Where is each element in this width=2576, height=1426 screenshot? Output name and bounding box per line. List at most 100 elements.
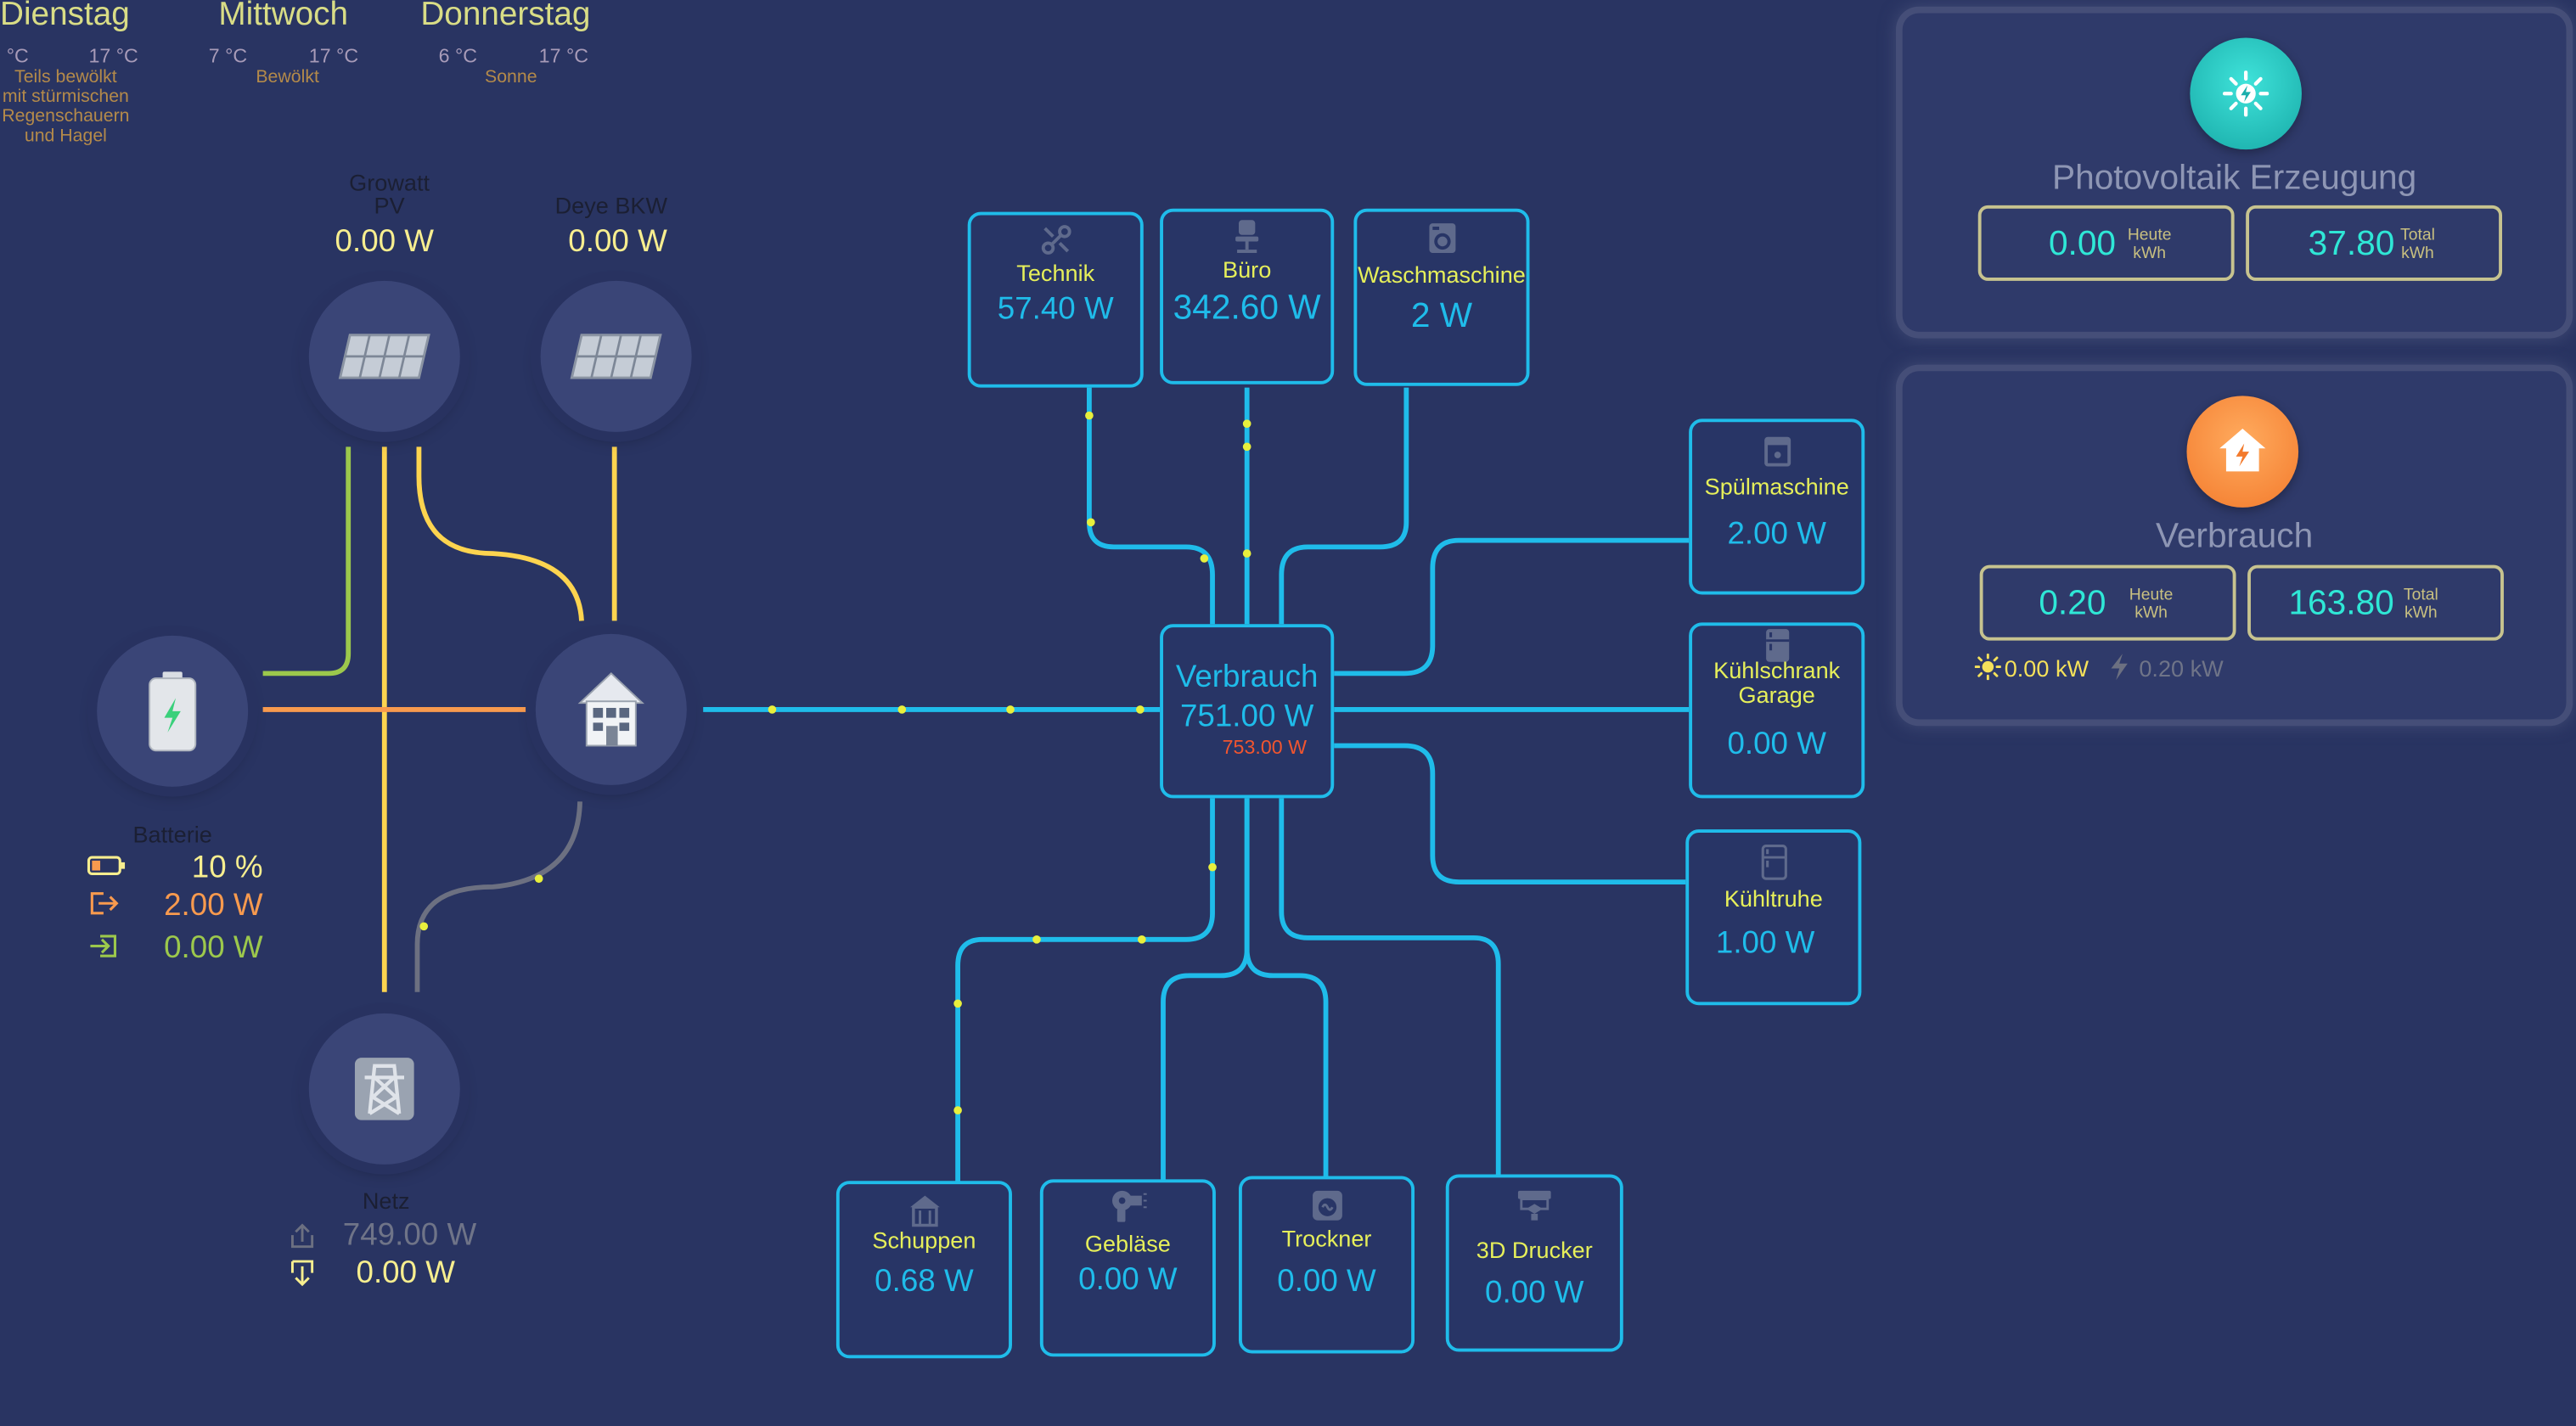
weather-description: Bewölkt (256, 67, 319, 87)
weather-low-temp: 6 °C (438, 44, 478, 68)
pv-panel-title: Photovoltaik Erzeugung (2051, 159, 2417, 198)
consumer-card-geblaese[interactable]: Gebläse 0.00 W (1039, 1179, 1216, 1357)
sun-icon (1974, 654, 2001, 681)
pv-total-box: 37.80 Total kWh (2246, 205, 2503, 281)
battery-node[interactable] (97, 635, 249, 787)
consumer-name: Kühltruhe (1724, 884, 1823, 912)
consumption-total-unit: Total kWh (2403, 586, 2438, 623)
weather-description: Sonne (485, 67, 537, 87)
grid-node[interactable] (308, 1013, 460, 1165)
home-lightning-icon (2219, 429, 2266, 472)
consumption-grid-kw: 0.20 kW (2139, 655, 2224, 682)
shed-icon (909, 1195, 939, 1227)
weather-day-label: Mittwoch (218, 0, 349, 33)
solar-panel-icon (338, 334, 430, 379)
house-icon (577, 672, 645, 747)
consumption-panel: Verbrauch 0.20 Heute kWh 163.80 Total kW… (1902, 371, 2567, 720)
consumer-name: Schuppen (872, 1227, 976, 1254)
battery-label: Batterie (132, 821, 212, 848)
consumer-power: 1.00 W (1715, 926, 1815, 961)
consumer-power: 0.00 W (1078, 1263, 1178, 1298)
battery-charging-icon (149, 671, 197, 752)
pv-today-value: 0.00 (2048, 225, 2117, 263)
pv-total-value: 37.80 (2308, 225, 2395, 263)
consumption-total-value: 163.80 (2288, 584, 2394, 623)
pv-today-unit: Heute kWh (2127, 227, 2172, 263)
consumer-power: 0.00 W (1485, 1276, 1584, 1311)
pv-today-box: 0.00 Heute kWh (1977, 205, 2235, 281)
consumer-name: Büro (1223, 255, 1272, 283)
weather-high-temp: 17 °C (308, 44, 359, 68)
consumer-name: Trockner (1281, 1225, 1372, 1252)
growatt-label: Growatt PV (349, 169, 430, 219)
consumption-total-box: 163.80 Total kWh (2247, 564, 2504, 641)
printer-3d-icon (1517, 1190, 1551, 1221)
weather-day-label: Donnerstag (420, 0, 591, 33)
grid-label: Netz (362, 1187, 410, 1214)
weather-high-temp: 17 °C (538, 44, 589, 68)
pv-production-panel: Photovoltaik Erzeugung 0.00 Heute kWh 37… (1902, 13, 2567, 332)
consumer-card-3d-drucker[interactable]: 3D Drucker 0.00 W (1445, 1174, 1623, 1352)
washing-machine-icon (1428, 223, 1455, 253)
battery-level-icon (87, 856, 126, 875)
consumption-today-value: 0.20 (2039, 584, 2106, 623)
consumer-card-waschmaschine[interactable]: Waschmaschine 2 W (1353, 208, 1530, 386)
consumption-badge (2186, 396, 2299, 508)
battery-discharge-icon (90, 892, 119, 915)
consumer-power: 342.60 W (1173, 289, 1321, 328)
consumption-value: 751.00 W (1179, 699, 1314, 734)
consumer-name: Waschmaschine (1358, 261, 1526, 288)
weather-description: Teils bewölkt mit stürmischen Regenschau… (2, 67, 130, 147)
hair-dryer-icon (1111, 1190, 1146, 1222)
consumer-name: Technik (1016, 259, 1095, 286)
grid-export-power: 0.00 W (356, 1256, 455, 1291)
consumer-name: Spülmaschine (1704, 473, 1849, 500)
consumer-name: Gebläse (1084, 1230, 1171, 1257)
weather-high-temp: 17 °C (88, 44, 138, 68)
tumble-dryer-icon (1312, 1190, 1341, 1221)
consumption-total-card[interactable]: Verbrauch 751.00 W 753.00 W (1160, 624, 1335, 799)
freezer-icon (1760, 844, 1786, 880)
consumer-card-kuehltruhe[interactable]: Kühltruhe 1.00 W (1685, 829, 1862, 1006)
growatt-power: 0.00 W (335, 225, 435, 260)
consumption-today-box: 0.20 Heute kWh (1979, 564, 2236, 641)
dishwasher-icon (1763, 436, 1791, 467)
pv-production-badge (2190, 37, 2302, 150)
consumer-power: 0.00 W (1727, 727, 1826, 762)
consumer-card-buero[interactable]: Büro 342.60 W (1160, 208, 1335, 385)
deye-bkw-node[interactable] (540, 280, 692, 432)
lightning-icon (2111, 654, 2128, 681)
home-node[interactable] (535, 633, 687, 785)
consumer-power: 57.40 W (997, 292, 1114, 328)
deye-label: Deye BKW (554, 192, 668, 219)
consumption-secondary-value: 753.00 W (1222, 735, 1308, 759)
battery-discharge-power: 2.00 W (164, 888, 263, 924)
consumer-card-technik[interactable]: Technik 57.40 W (967, 211, 1144, 388)
consumer-card-schuppen[interactable]: Schuppen 0.68 W (835, 1181, 1012, 1359)
battery-charge-power: 0.00 W (164, 931, 263, 966)
consumption-today-unit: Heute kWh (2129, 586, 2174, 623)
tools-icon (1040, 225, 1071, 255)
consumer-name: 3D Drucker (1476, 1237, 1593, 1264)
consumer-power: 2.00 W (1727, 517, 1826, 553)
consumer-card-trockner[interactable]: Trockner 0.00 W (1238, 1176, 1415, 1354)
solar-panel-icon (570, 334, 662, 379)
consumption-panel-title: Verbrauch (2155, 517, 2314, 556)
growatt-pv-node[interactable] (308, 280, 460, 432)
consumer-card-kuehlschrank-garage[interactable]: Kühlschrank Garage 0.00 W (1689, 622, 1865, 799)
battery-soc: 10 % (191, 851, 263, 885)
transmission-tower-icon (354, 1058, 414, 1120)
deye-power: 0.00 W (568, 225, 667, 260)
consumer-power: 0.00 W (1277, 1264, 1376, 1300)
consumption-title: Verbrauch (1175, 660, 1319, 695)
weather-low-temp: 7 °C (208, 44, 248, 68)
consumer-name: Kühlschrank Garage (1713, 657, 1841, 708)
grid-import-icon (290, 1223, 314, 1249)
pv-total-unit: Total kWh (2400, 227, 2435, 263)
consumer-card-spuelmaschine[interactable]: Spülmaschine 2.00 W (1689, 418, 1865, 595)
office-chair-icon (1235, 220, 1259, 253)
grid-export-icon (290, 1260, 314, 1287)
consumption-solar-kw: 0.00 kW (2004, 655, 2089, 682)
weather-day-label: Dienstag (0, 0, 130, 33)
